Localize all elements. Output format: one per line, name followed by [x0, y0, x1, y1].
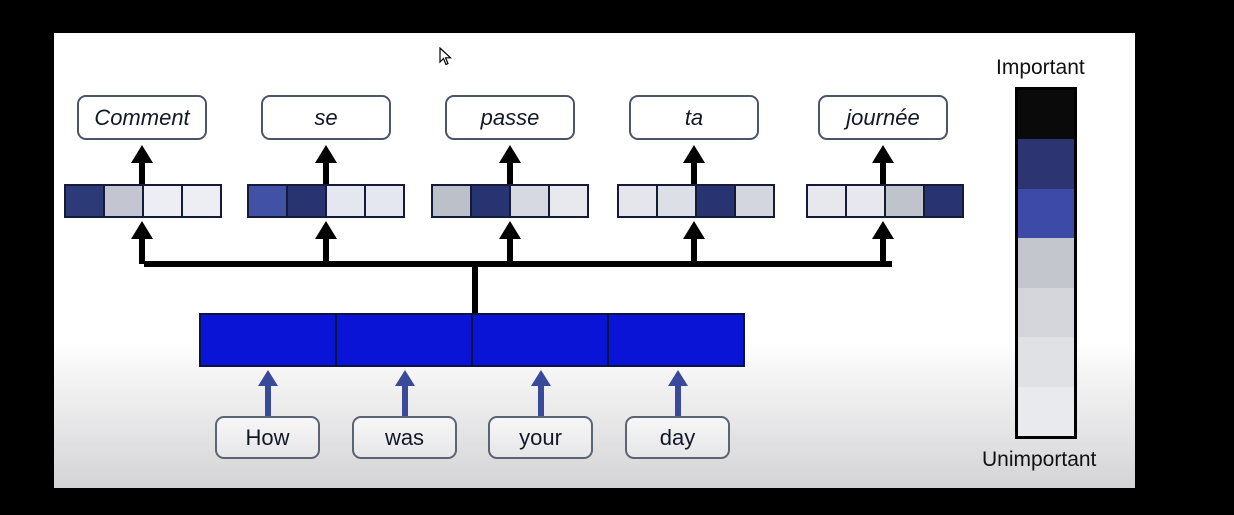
encoder-hidden-state-cell — [335, 313, 473, 367]
legend-top-label: Important — [996, 56, 1085, 79]
encoder-hidden-state-cell — [607, 313, 745, 367]
encoder-hidden-state-cell — [471, 313, 609, 367]
english-word-box: How — [215, 416, 320, 459]
french-word-box: ta — [629, 95, 759, 140]
arrow-up-icon — [667, 370, 688, 386]
attention-weight-cell — [142, 184, 183, 218]
arrow-up-icon — [683, 221, 705, 239]
french-word-box: journée — [818, 95, 948, 140]
connector-horizontal-bar — [144, 261, 892, 267]
french-word-box: passe — [445, 95, 575, 140]
attention-weight-cell — [656, 184, 697, 218]
french-word-label: se — [314, 104, 338, 130]
arrow-up-icon — [683, 145, 705, 163]
arrow-shaft — [691, 236, 697, 264]
arrow-shaft — [401, 383, 408, 416]
attention-weight-cell — [617, 184, 658, 218]
arrow-shaft — [674, 383, 681, 416]
english-word-box: your — [488, 416, 593, 459]
english-word-label: day — [659, 424, 696, 450]
arrow-shaft — [139, 161, 145, 184]
arrow-shaft — [323, 161, 329, 184]
attention-weight-cell — [509, 184, 550, 218]
arrow-up-icon — [394, 370, 415, 386]
attention-weight-cell — [364, 184, 405, 218]
arrow-up-icon — [499, 221, 521, 239]
arrow-up-icon — [315, 145, 337, 163]
importance-legend-bar — [1015, 87, 1077, 439]
legend-band — [1018, 188, 1074, 240]
attention-weight-cell — [247, 184, 288, 218]
mouse-cursor-icon — [439, 47, 453, 66]
arrow-shaft — [537, 383, 544, 416]
french-word-label: passe — [480, 104, 540, 130]
attention-weight-cell — [181, 184, 222, 218]
english-word-label: How — [245, 424, 290, 450]
legend-band — [1018, 90, 1074, 141]
arrow-shaft — [507, 161, 513, 184]
attention-weight-cell — [103, 184, 144, 218]
legend-band — [1018, 139, 1074, 190]
arrow-up-icon — [530, 370, 551, 386]
attention-weight-cell — [470, 184, 511, 218]
attention-weight-cell — [884, 184, 925, 218]
french-word-box: se — [261, 95, 391, 140]
slide: Comment se passe ta journée How was your day Im… — [54, 33, 1135, 488]
english-word-box: was — [352, 416, 457, 459]
arrow-up-icon — [131, 221, 153, 239]
french-word-label: ta — [684, 104, 704, 130]
legend-band — [1018, 337, 1074, 388]
attention-weight-cell — [325, 184, 366, 218]
attention-weight-cell — [923, 184, 964, 218]
french-word-label: journée — [846, 104, 920, 130]
english-word-box: day — [625, 416, 730, 459]
arrow-up-icon — [315, 221, 337, 239]
french-word-label: Comment — [94, 104, 190, 130]
legend-band — [1018, 287, 1074, 339]
connector-vertical-trunk — [472, 264, 478, 314]
legend-band — [1018, 386, 1074, 436]
arrow-up-icon — [872, 145, 894, 163]
french-word-box: Comment — [77, 95, 207, 140]
arrow-up-icon — [499, 145, 521, 163]
arrow-shaft — [139, 236, 145, 264]
legend-bottom-label: Unimportant — [982, 448, 1097, 471]
attention-weight-cell — [845, 184, 886, 218]
arrow-up-icon — [872, 221, 894, 239]
arrow-shaft — [691, 161, 697, 184]
encoder-hidden-state-cell — [199, 313, 337, 367]
attention-weight-cell — [431, 184, 472, 218]
attention-weight-cell — [548, 184, 589, 218]
attention-weight-cell — [806, 184, 847, 218]
arrow-shaft — [264, 383, 271, 416]
arrow-shaft — [880, 236, 886, 264]
attention-weight-cell — [695, 184, 736, 218]
arrow-shaft — [880, 161, 886, 184]
attention-weight-cell — [286, 184, 327, 218]
legend-band — [1018, 238, 1074, 289]
attention-weight-cell — [64, 184, 105, 218]
arrow-shaft — [507, 236, 513, 264]
attention-weight-cell — [734, 184, 775, 218]
arrow-up-icon — [257, 370, 278, 386]
arrow-shaft — [323, 236, 329, 264]
english-word-label: was — [384, 424, 425, 450]
english-word-label: your — [519, 424, 562, 450]
arrow-up-icon — [131, 145, 153, 163]
